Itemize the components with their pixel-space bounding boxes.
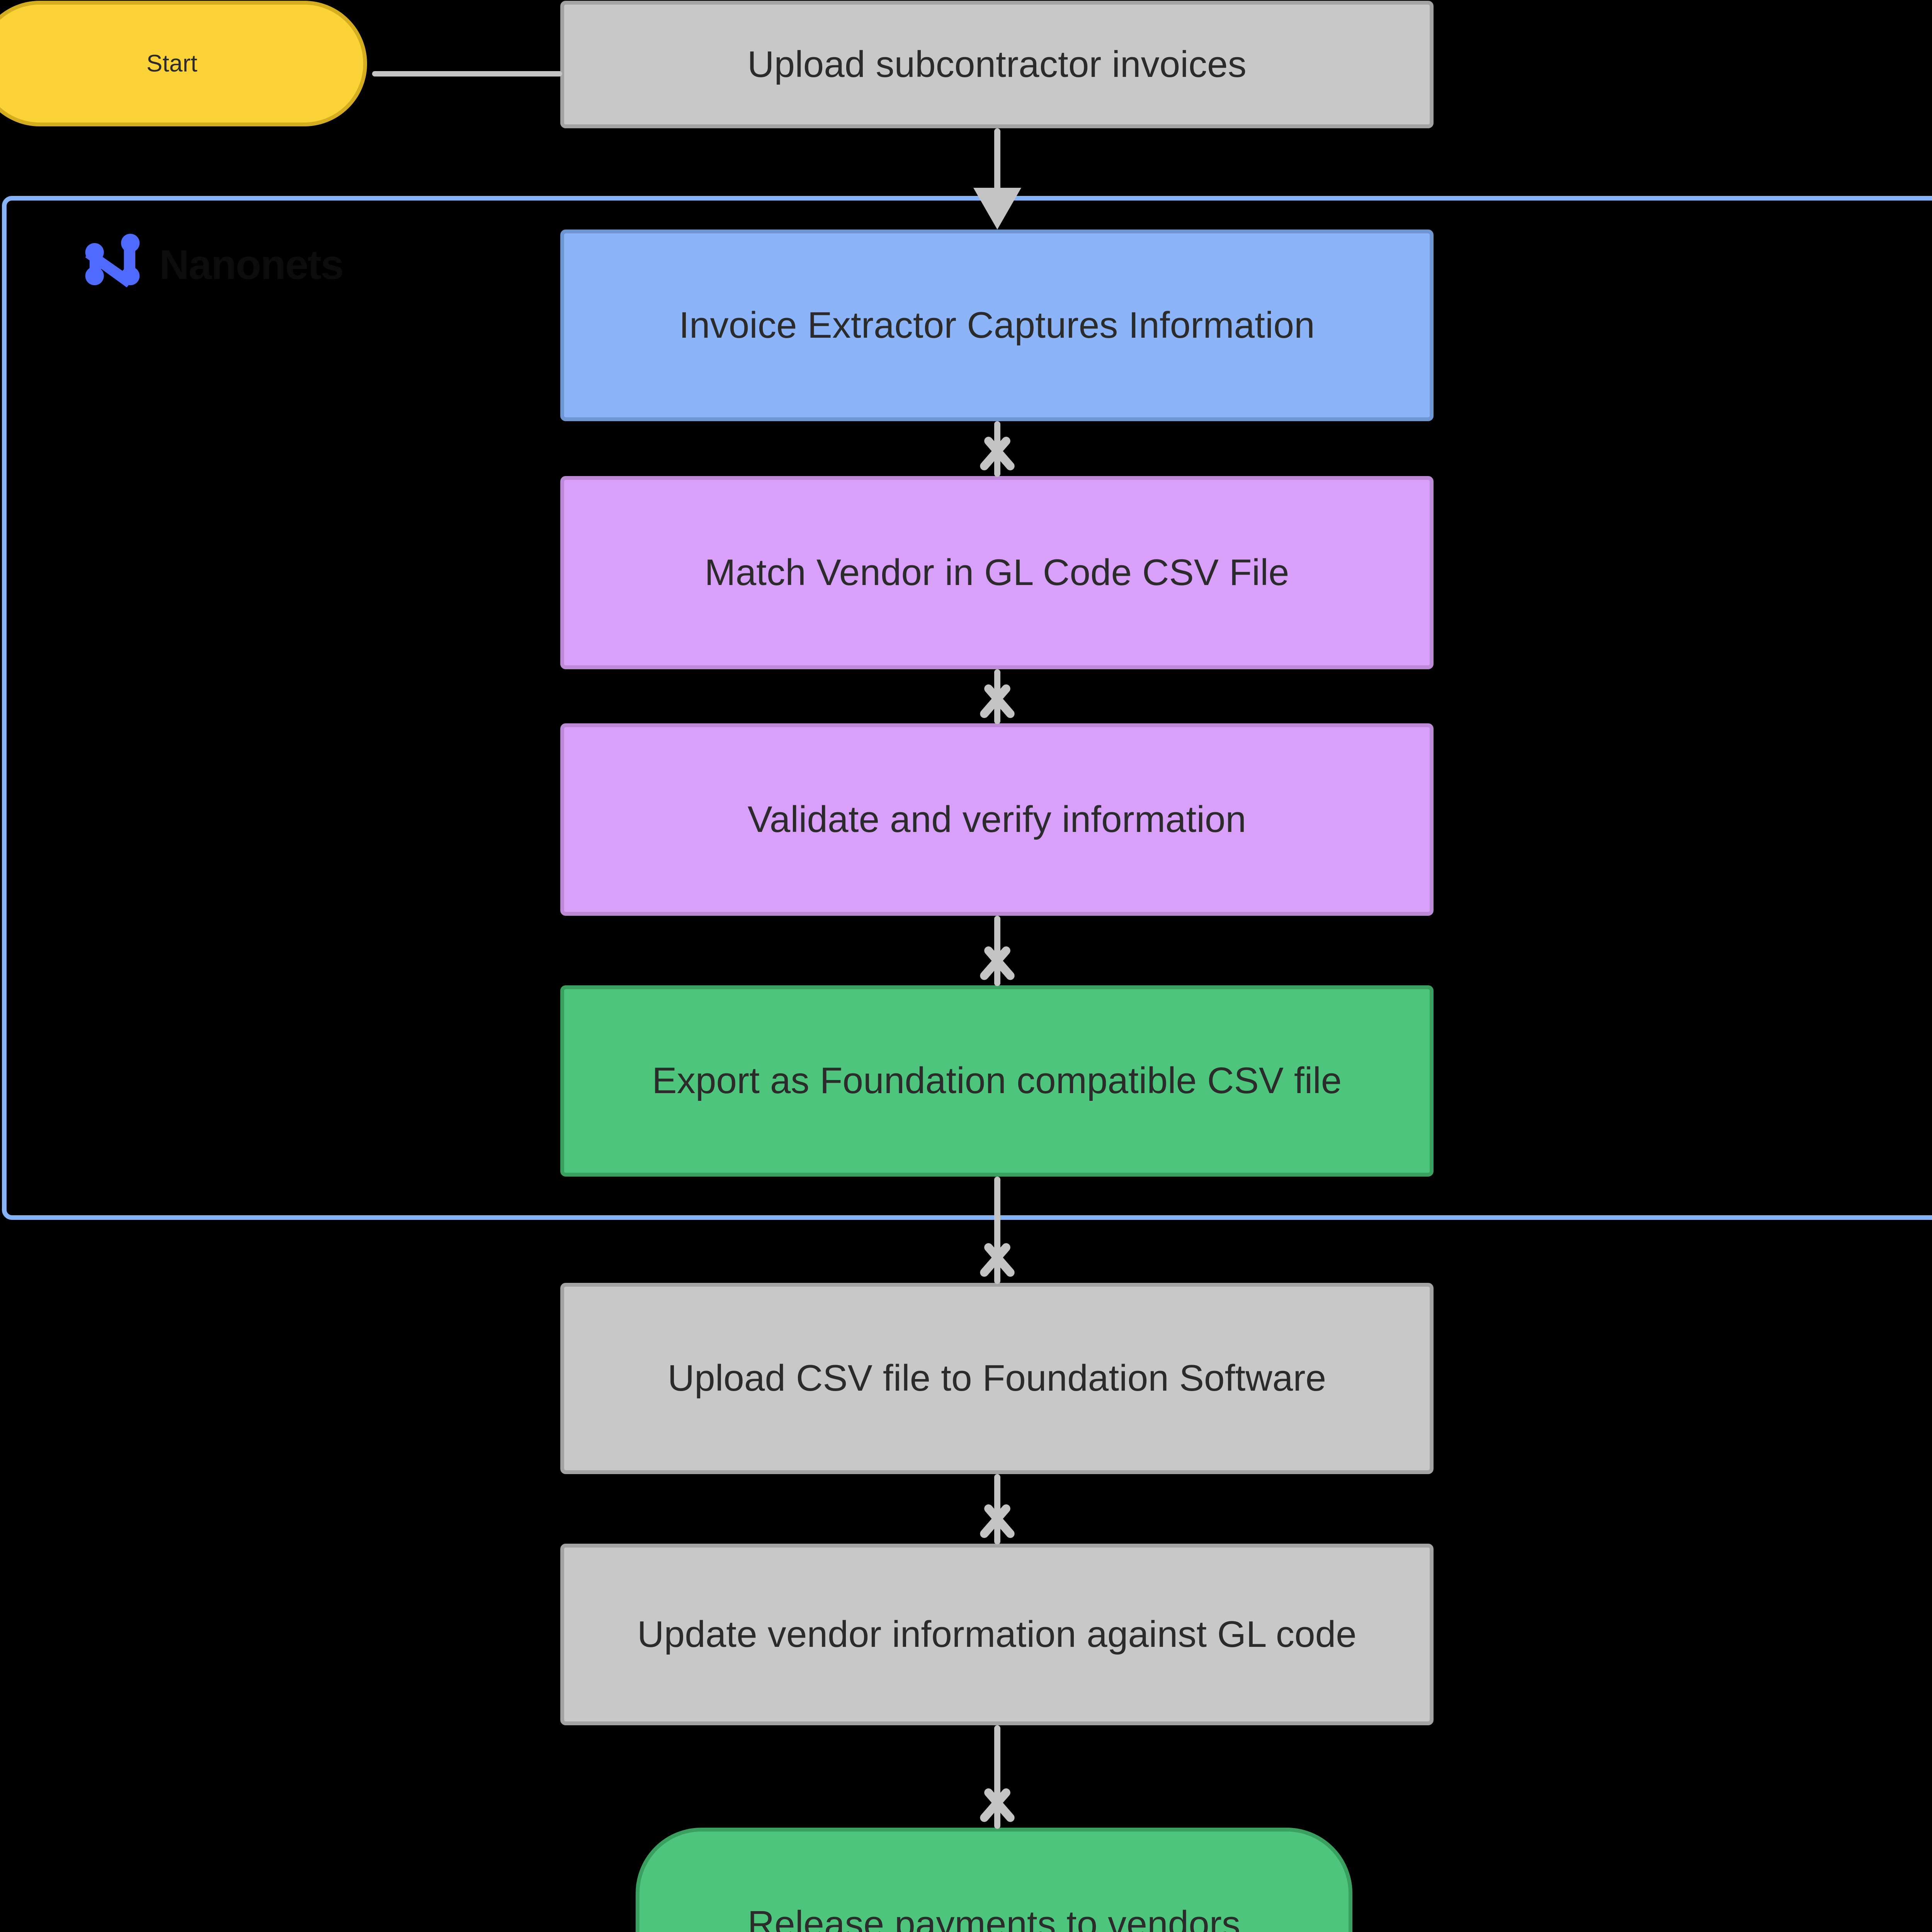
edge-uploadcsv-to-updatevnd-arrowhead [976,1502,1019,1545]
node-invoice-extractor-captures-information-label: Invoice Extractor Captures Information [679,304,1315,346]
nanonets-wordmark: Nanonets [159,241,344,288]
node-validate-and-verify-information-label: Validate and verify information [747,798,1247,840]
node-start-label: Start [146,50,197,77]
node-match-vendor-in-gl-code-csv-file-label: Match Vendor in GL Code CSV File [704,551,1289,593]
node-export-as-foundation-compatible-csv-file-label: Export as Foundation compatible CSV file [652,1060,1342,1102]
edge-upload-to-extract-line [994,128,1000,206]
node-start[interactable]: Start [0,1,367,126]
edge-upload-to-extract-arrowhead [973,188,1021,230]
nanonets-logo: Nanonets [76,229,344,300]
node-match-vendor-in-gl-code-csv-file[interactable]: Match Vendor in GL Code CSV File [560,476,1434,669]
node-release-payments-to-vendors-label: Release payments to vendors [747,1903,1241,1932]
node-upload-csv-file-to-foundation-software-label: Upload CSV file to Foundation Software [667,1357,1327,1399]
node-update-vendor-information-against-gl-code-label: Update vendor information against GL cod… [637,1613,1357,1655]
edge-start-to-upload [372,71,562,77]
node-validate-and-verify-information[interactable]: Validate and verify information [560,723,1434,916]
node-invoice-extractor-captures-information[interactable]: Invoice Extractor Captures Information [560,230,1434,421]
node-upload-subcontractor-invoices-label: Upload subcontractor invoices [747,43,1247,85]
node-update-vendor-information-against-gl-code[interactable]: Update vendor information against GL cod… [560,1544,1434,1725]
edge-validate-to-export-arrowhead [976,944,1019,987]
node-upload-csv-file-to-foundation-software[interactable]: Upload CSV file to Foundation Software [560,1283,1434,1474]
node-upload-subcontractor-invoices[interactable]: Upload subcontractor invoices [560,1,1434,128]
edge-match-to-validate-arrowhead [976,682,1019,725]
subgraph-nanonets [2,196,1932,1220]
edge-export-to-uploadcsv-arrowhead [976,1241,1019,1284]
edge-updatevnd-to-release-arrowhead [976,1786,1019,1829]
edge-extract-to-match-arrowhead [976,435,1019,477]
nanonets-n-icon [76,229,149,300]
node-export-as-foundation-compatible-csv-file[interactable]: Export as Foundation compatible CSV file [560,985,1434,1177]
node-release-payments-to-vendors[interactable]: Release payments to vendors [636,1828,1352,1932]
